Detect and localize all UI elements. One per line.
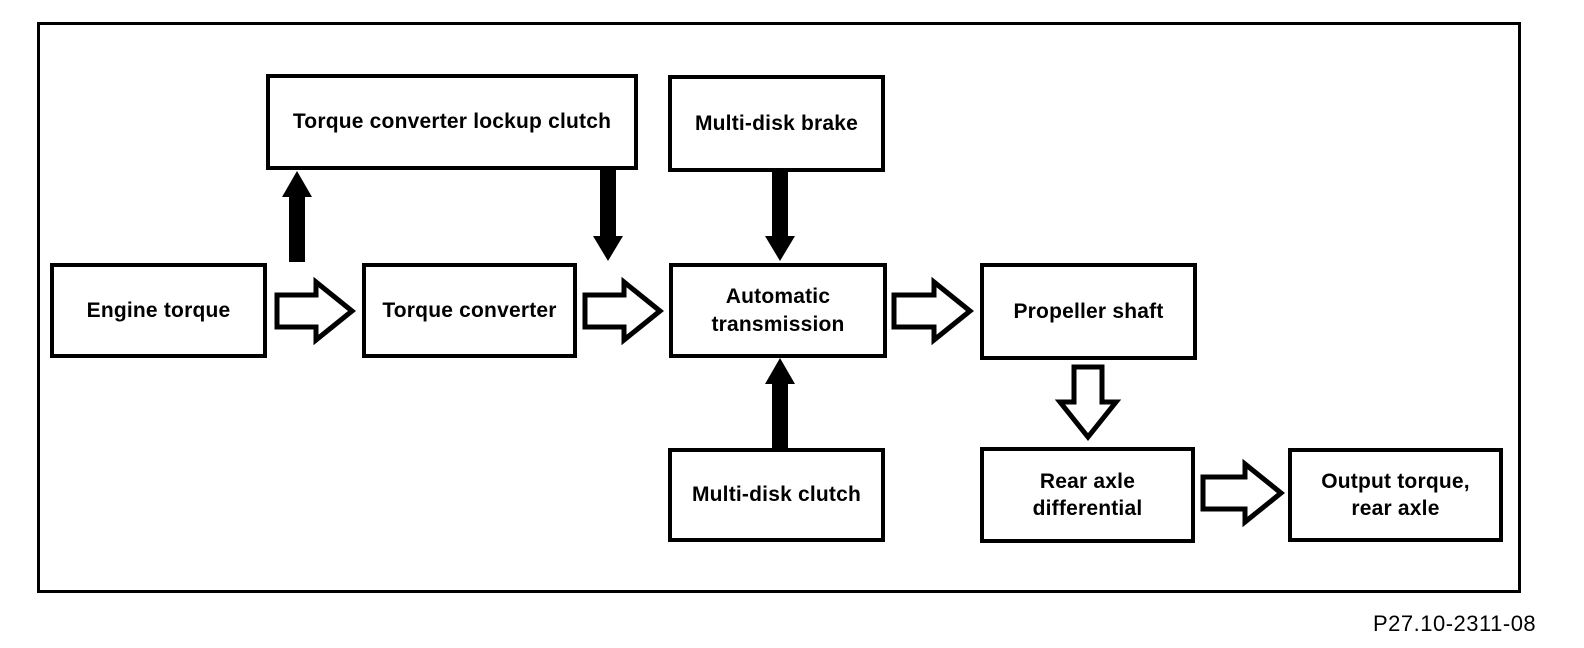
node-output-torque-rear-axle: Output torque, rear axle [1288, 448, 1503, 542]
node-label: Propeller shaft [1013, 299, 1164, 323]
node-label: Automatic transmission [711, 285, 845, 336]
node-label: Multi-disk clutch [691, 483, 862, 507]
node-label: Engine torque [86, 298, 231, 322]
node-rear-axle-differential: Rear axle differential [980, 447, 1195, 543]
node-engine-torque: Engine torque [50, 263, 267, 358]
node-automatic-transmission: Automatic transmission [669, 263, 887, 358]
node-label: Torque converter [382, 298, 557, 322]
figure-number: P27.10-2311-08 [1373, 611, 1537, 636]
node-label: Output torque, rear axle [1321, 469, 1470, 520]
node-torque-converter-lockup-clutch: Torque converter lockup clutch [266, 74, 638, 170]
node-label: Torque converter lockup clutch [292, 110, 612, 134]
node-propeller-shaft: Propeller shaft [980, 263, 1197, 360]
node-label: Rear axle differential [1032, 469, 1143, 520]
node-multi-disk-brake: Multi-disk brake [668, 75, 885, 172]
node-multi-disk-clutch: Multi-disk clutch [668, 448, 885, 542]
node-label: Multi-disk brake [694, 111, 859, 135]
node-torque-converter: Torque converter [362, 263, 577, 358]
